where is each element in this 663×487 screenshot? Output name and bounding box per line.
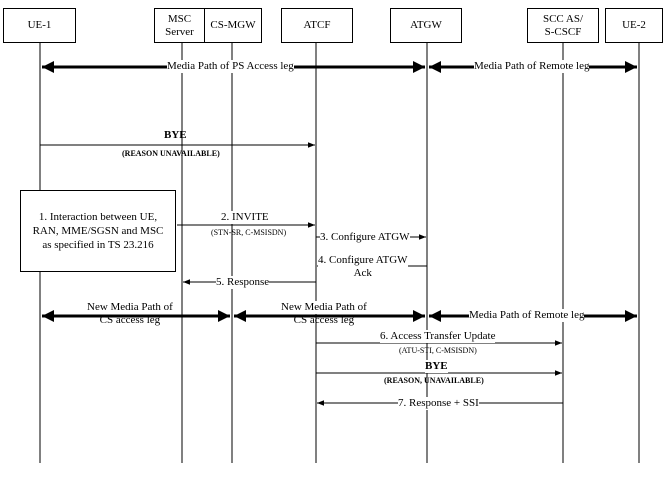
entity-atgw-label: ATGW	[410, 19, 442, 31]
entity-scc-as: SCC AS/ S-CSCF	[527, 8, 599, 43]
invite-label: 2. INVITE	[221, 211, 269, 224]
cs-path-1-line2: CS access leg	[99, 313, 161, 326]
cs-path-2-line2: CS access leg	[293, 313, 355, 326]
configure-ack-label: 4. Configure ATGW Ack	[318, 254, 408, 280]
atu-label: 6. Access Transfer Update	[380, 330, 496, 343]
atu-params: (ATU-STI, C-MSISDN)	[399, 346, 477, 355]
interaction-note: 1. Interaction between UE, RAN, MME/SGSN…	[20, 190, 176, 272]
media-path-ps-label: Media Path of PS Access leg	[167, 60, 294, 73]
cs-path-2-line1: New Media Path of	[281, 301, 367, 314]
configure-atgw-label: 3. Configure ATGW	[320, 231, 410, 244]
cs-path-1-label: New Media Path of CS access leg	[87, 301, 173, 326]
media-path-remote-label-1: Media Path of Remote leg	[474, 60, 590, 73]
note-line-1: 1. Interaction between UE,	[38, 211, 158, 223]
bye1-reason: (REASON UNAVAILABLE)	[122, 149, 220, 158]
entity-msc-line2: Server	[165, 25, 194, 38]
note-line-3: as specified in TS 23.216	[42, 239, 154, 251]
invite-params: (STN-SR, C-MSISDN)	[211, 228, 287, 237]
entity-msc-line1: MSC	[167, 12, 192, 25]
media-path-remote-label-2: Media Path of Remote leg	[469, 309, 585, 322]
response7-label: 7. Response + SSI	[398, 397, 479, 410]
entity-ue2: UE-2	[605, 8, 663, 43]
entity-ue1: UE-1	[3, 8, 76, 43]
entity-ue2-label: UE-2	[622, 19, 646, 31]
bye2-title: BYE	[425, 360, 448, 373]
note-line-2: RAN, MME/SGSN and MSC	[32, 225, 164, 237]
configure-ack-line2: Ack	[353, 266, 372, 279]
entity-ue1-label: UE-1	[27, 19, 52, 31]
entity-msc-server: MSC Server	[154, 8, 205, 43]
entity-cs-mgw: CS-MGW	[204, 8, 262, 43]
entity-atcf-label: ATCF	[303, 19, 331, 31]
entity-atgw: ATGW	[390, 8, 462, 43]
entity-scc-line1: SCC AS/	[542, 12, 584, 25]
bye2-reason: (REASON, UNAVAILABLE)	[384, 376, 484, 385]
entity-scc-line2: S-CSCF	[544, 25, 582, 38]
response5-label: 5. Response	[216, 276, 270, 289]
entity-atcf: ATCF	[281, 8, 353, 43]
entity-cs-mgw-label: CS-MGW	[210, 19, 256, 31]
cs-path-2-label: New Media Path of CS access leg	[281, 301, 367, 326]
bye1-title: BYE	[164, 129, 187, 141]
cs-path-1-line1: New Media Path of	[87, 301, 173, 314]
configure-ack-line1: 4. Configure ATGW	[318, 254, 408, 266]
